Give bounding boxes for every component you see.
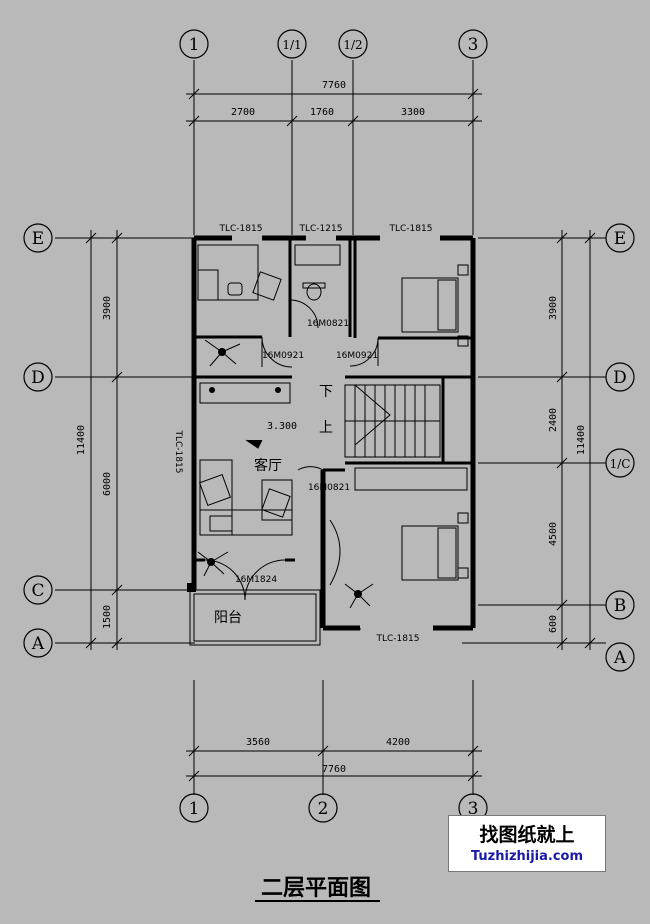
axis-left-c: C: [31, 581, 44, 601]
dim-left-total: 11400: [76, 425, 87, 455]
room-label-balcony: 阳台: [214, 610, 242, 626]
logo-text: 找图纸就上: [479, 824, 575, 846]
dim-left-1: 3900: [102, 296, 113, 320]
site-logo: 找图纸就上 Tuzhizhijia.com: [448, 815, 606, 872]
dim-right-2: 2400: [548, 408, 559, 432]
room-label-living: 客厅: [254, 457, 282, 474]
axis-left-a: A: [31, 634, 45, 654]
axis-left-d: D: [31, 368, 45, 388]
window-label: TLC-1815: [389, 224, 433, 234]
axis-bottom-1: 1: [189, 799, 200, 819]
axis-top-1-2: 1/2: [343, 38, 362, 52]
stair-up-label: 上: [319, 420, 333, 436]
window-label: TLC-1215: [299, 224, 343, 234]
door-label: 16M0821: [308, 483, 350, 493]
door-label: 16M0821: [307, 319, 349, 329]
dim-right-3: 4500: [548, 522, 559, 546]
axis-right-a: A: [613, 648, 627, 668]
window-label: TLC-1815: [173, 430, 183, 474]
door-label: 16M0921: [262, 351, 304, 361]
stair-down-label: 下: [319, 384, 333, 400]
axis-left-e: E: [32, 229, 44, 249]
dim-bottom-2: 4200: [386, 737, 410, 748]
dim-top-total: 7760: [322, 80, 346, 91]
axis-right-b: B: [614, 596, 627, 616]
axis-bottom-2: 2: [318, 799, 329, 819]
dim-bottom-total: 7760: [322, 764, 346, 775]
window-label: TLC-1815: [219, 224, 263, 234]
dim-left-3: 1500: [102, 605, 113, 629]
dim-right-4: 600: [548, 615, 559, 633]
logo-url: Tuzhizhijia.com: [453, 847, 601, 867]
dim-right-total: 11400: [576, 425, 587, 455]
drawing-title: 二层平面图: [261, 876, 371, 901]
axis-top-1: 1: [189, 35, 200, 55]
axis-top-1-1: 1/1: [282, 38, 301, 52]
dim-top-2: 1760: [310, 107, 334, 118]
dim-top-3: 3300: [401, 107, 425, 118]
dim-right-1: 3900: [548, 296, 559, 320]
dim-bottom-1: 3560: [246, 737, 270, 748]
elevation-label: 3.300: [267, 421, 297, 432]
window-label: TLC-1815: [376, 634, 420, 644]
dim-top-1: 2700: [231, 107, 255, 118]
door-label: 16M1824: [235, 575, 277, 585]
axis-right-d: D: [613, 368, 627, 388]
axis-right-1c: 1/C: [610, 457, 631, 471]
axis-top-3: 3: [468, 35, 479, 55]
axis-bottom-3: 3: [468, 799, 479, 819]
axis-right-e: E: [614, 229, 626, 249]
door-label: 16M0921: [336, 351, 378, 361]
dim-left-2: 6000: [102, 472, 113, 496]
